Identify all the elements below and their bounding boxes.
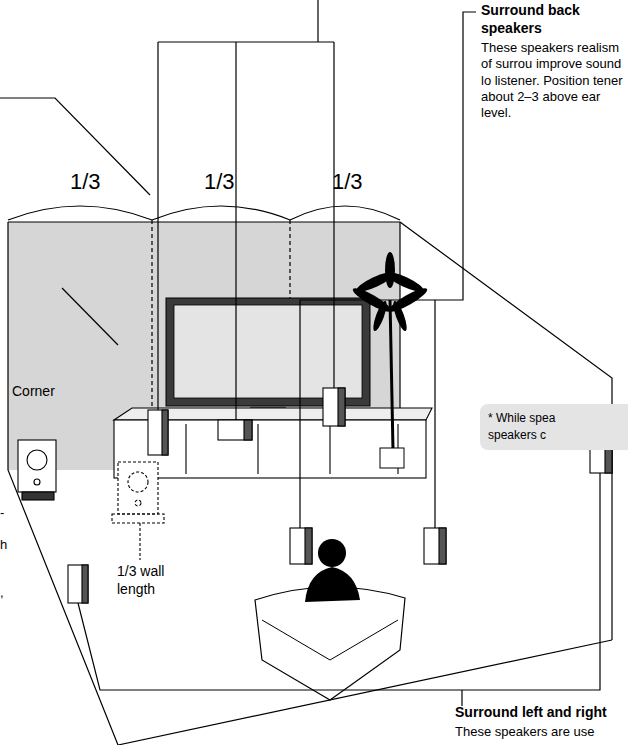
- fraction-label: 1/3: [70, 168, 120, 196]
- plant: [350, 252, 429, 468]
- fraction-label: 1/3: [204, 168, 254, 196]
- third-arc: [8, 206, 152, 220]
- subwoofer-third: [112, 462, 164, 560]
- back-leader: [300, 12, 476, 528]
- subwoofer-corner: [18, 440, 56, 500]
- center-speaker: [218, 420, 252, 440]
- surround-speakers: [68, 433, 612, 603]
- note-box: * While spea speakers c: [480, 404, 628, 450]
- side-leader: [78, 473, 600, 706]
- listener-sofa: [255, 539, 405, 700]
- third-arc: [152, 206, 290, 220]
- position-label: Corner: [12, 383, 82, 401]
- cropped-text: -: [0, 505, 12, 521]
- cropped-text: ,: [0, 585, 12, 601]
- note-text: * While spea speakers c: [488, 410, 592, 445]
- position-label: 1/3 wall length: [117, 563, 189, 598]
- callout-body: These speakers realism of surrou improve…: [481, 40, 626, 121]
- third-brackets: [8, 206, 400, 410]
- front-leader: [0, 0, 334, 420]
- fraction-label: 1/3: [332, 168, 382, 196]
- front-right-speaker: [323, 388, 345, 426]
- front-speakers: [148, 388, 345, 455]
- cabinet: [114, 408, 432, 478]
- ceiling-edge: [8, 221, 400, 222]
- callout-heading: Surround back speakers: [481, 2, 621, 37]
- callout-body: These speakers are use: [455, 724, 627, 740]
- leader-lines: [78, 12, 600, 706]
- front-left-speaker: [148, 410, 168, 455]
- left-wall-edge: [8, 222, 118, 745]
- third-arc: [290, 206, 400, 220]
- callout-heading: Surround left and right: [455, 704, 627, 722]
- wall-corner-line: [62, 288, 118, 345]
- cropped-text: h: [0, 537, 12, 553]
